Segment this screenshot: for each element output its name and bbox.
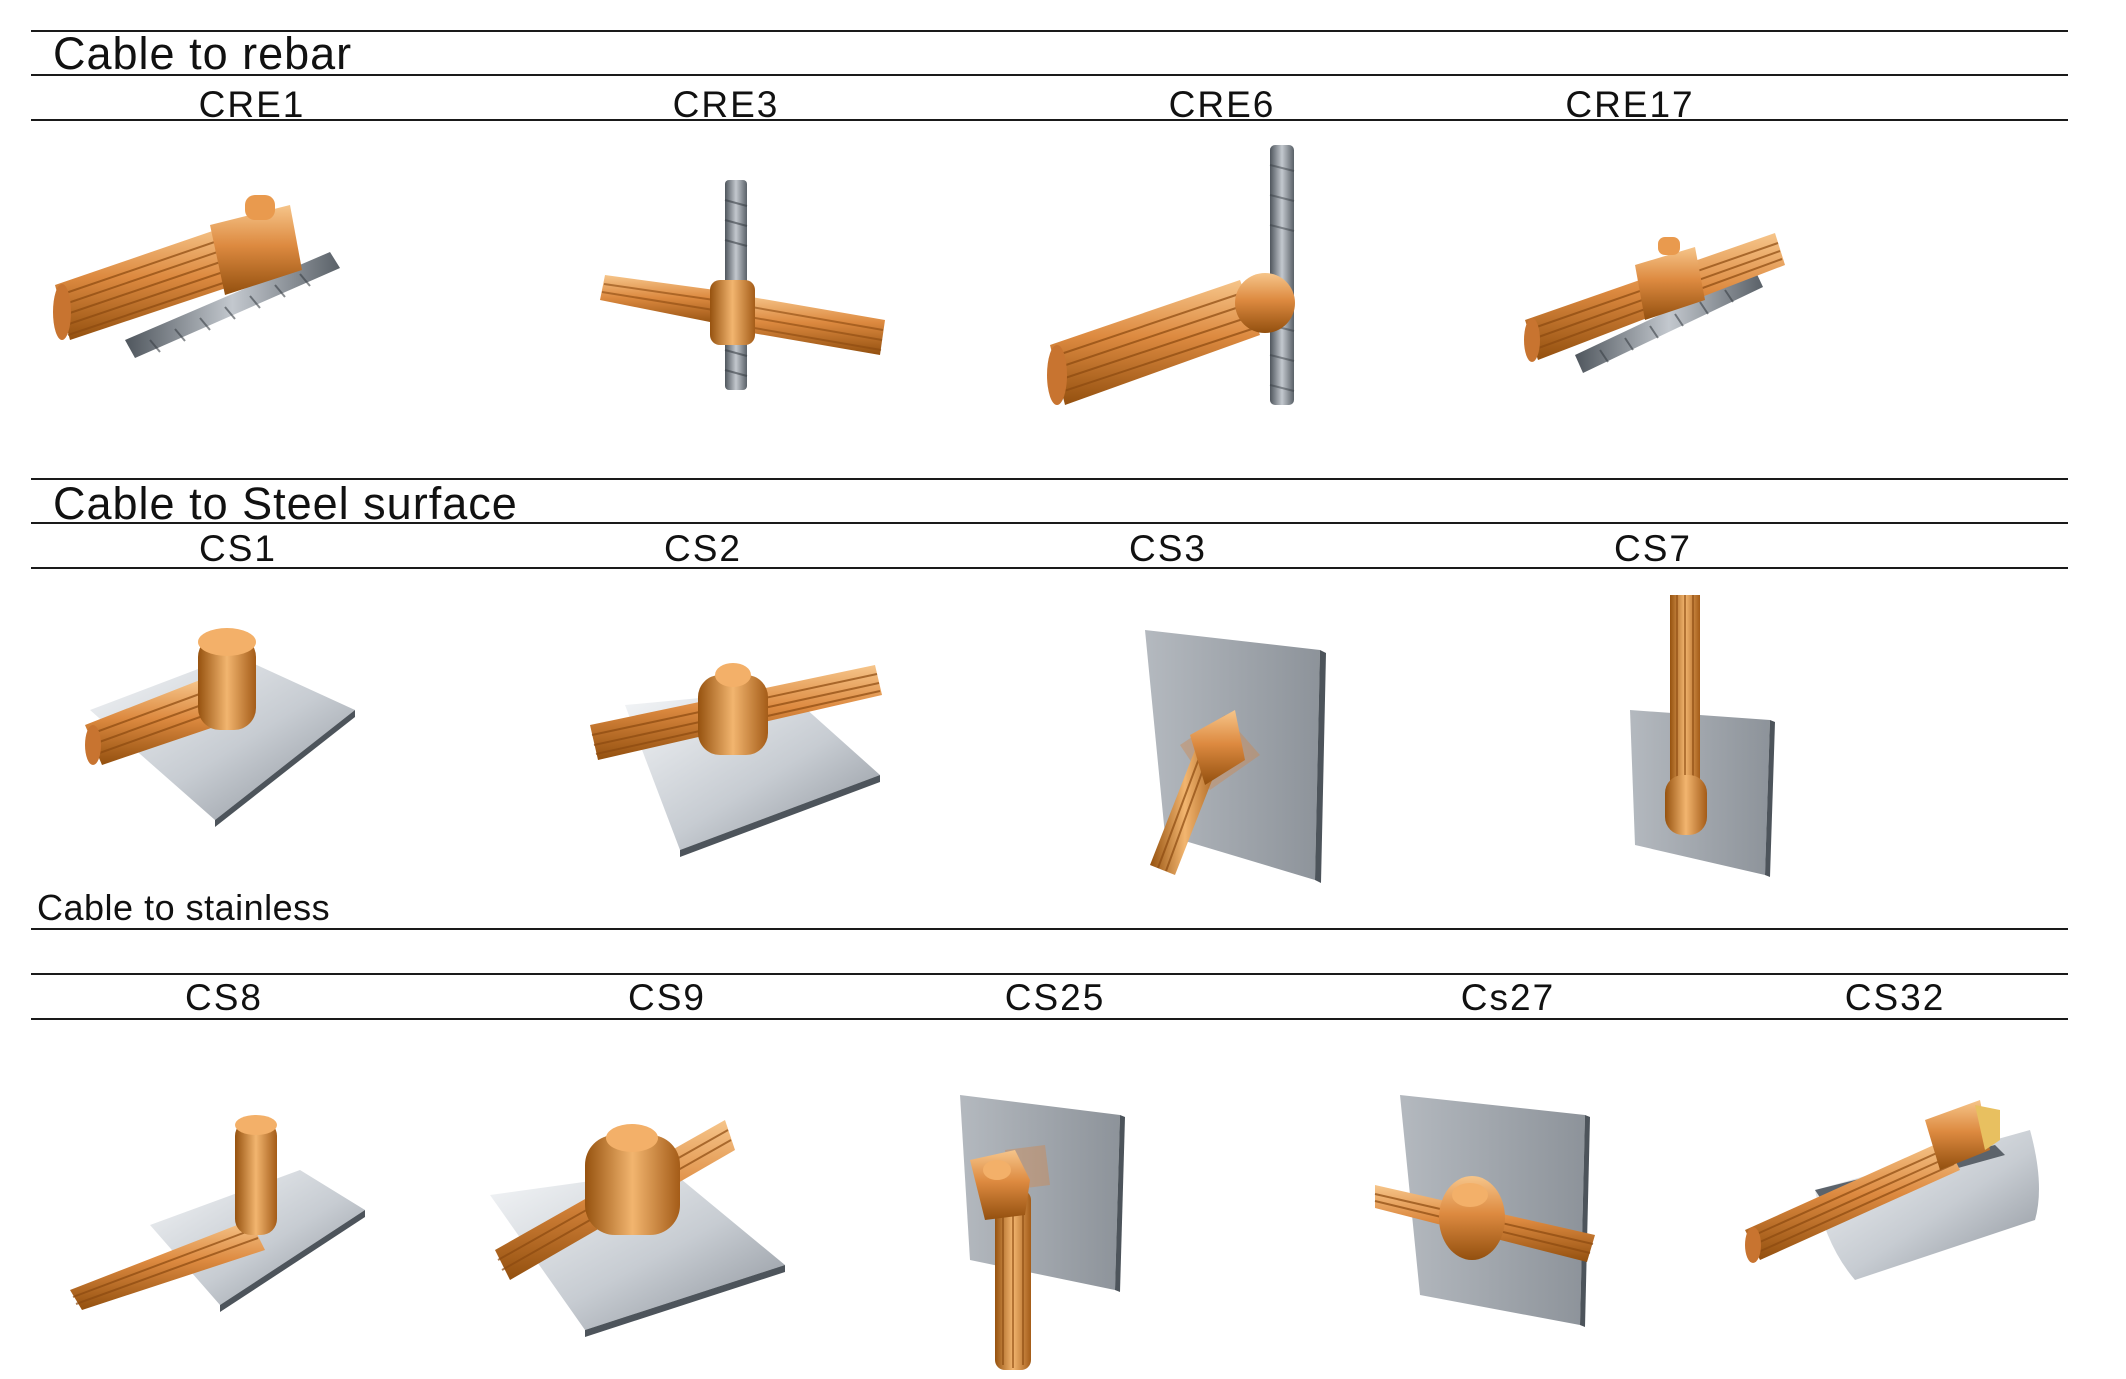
product-code-cs27: Cs27 [1460,977,1556,1018]
product-code-cre1: CRE1 [198,84,306,125]
product-code-cs7: CS7 [1614,528,1692,569]
cable-to-rebar-parallel-through-connector-icon [1520,225,1790,385]
cable-on-curved-pipe-surface-connector-icon [1745,1095,2045,1285]
cable-through-on-horizontal-plate-connector-large-icon [485,1120,790,1337]
cable-to-vertical-rebar-through-connector-icon [600,180,890,390]
section-title-cable-to-stainless: Cable to stainless [37,887,331,928]
cable-through-on-vertical-plate-connector-icon [1374,1090,1600,1330]
product-code-cs25: CS25 [1004,977,1106,1018]
product-code-cs2: CS2 [664,528,742,569]
product-code-cs3: CS3 [1129,528,1207,569]
cable-down-on-vertical-plate-connector-icon [955,1090,1125,1375]
cable-end-to-vertical-rebar-connector-icon [1040,145,1330,415]
cable-down-to-vertical-plate-connector-icon [1625,595,1775,880]
section-title-cable-to-rebar: Cable to rebar [53,28,353,79]
product-code-cs8: CS8 [185,977,263,1018]
cable-tee-on-horizontal-plate-connector-icon [70,1115,370,1312]
product-code-cs9: CS9 [628,977,706,1018]
product-code-cre3: CRE3 [672,84,780,125]
cable-end-to-horizontal-plate-connector-icon [80,620,360,830]
cable-to-rebar-parallel-connector-icon [50,190,350,370]
cable-angled-to-vertical-plate-connector-icon [1140,625,1330,885]
product-code-cs1: CS1 [199,528,277,569]
cable-through-on-horizontal-plate-connector-icon [590,650,890,857]
section-title-cable-to-steel-surface: Cable to Steel surface [53,478,518,529]
product-code-cre6: CRE6 [1168,84,1276,125]
product-code-cre17: CRE17 [1565,84,1695,125]
product-code-cs32: CS32 [1844,977,1946,1018]
